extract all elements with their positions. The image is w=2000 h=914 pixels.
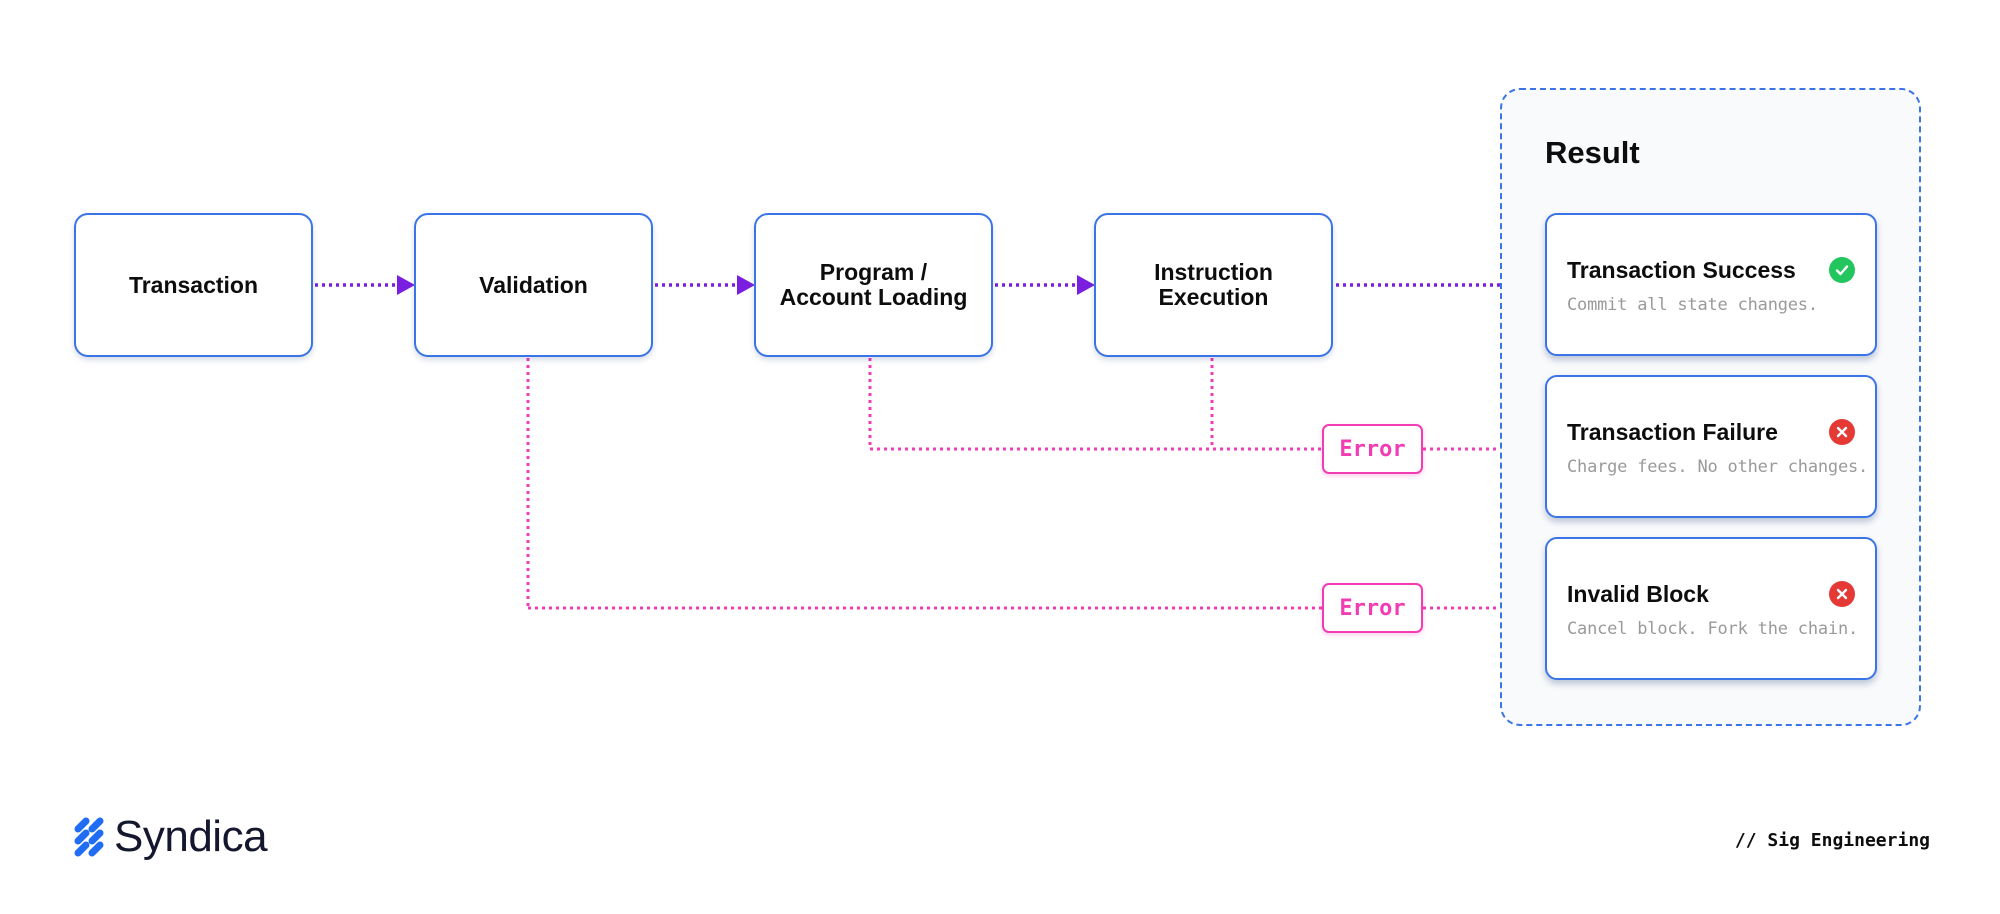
card-title: Transaction Success — [1567, 257, 1796, 283]
result-card-failure: Transaction Failure Charge fees. No othe… — [1545, 375, 1877, 518]
syndica-logo-icon — [74, 817, 104, 857]
node-transaction: Transaction — [74, 213, 313, 357]
footer-tag: // Sig Engineering — [1734, 830, 1930, 851]
brand-name: Syndica — [114, 812, 268, 861]
error-label-invalid-block: Error — [1322, 583, 1423, 633]
card-description: Commit all state changes. — [1567, 295, 1818, 315]
card-description: Charge fees. No other changes. — [1567, 457, 1869, 477]
result-title: Result — [1545, 135, 1640, 170]
node-program-account-loading: Program / Account Loading — [754, 213, 993, 357]
card-title: Transaction Failure — [1567, 419, 1778, 445]
x-circle-icon — [1829, 419, 1855, 445]
node-instruction-execution: Instruction Execution — [1094, 213, 1333, 357]
result-card-invalid-block: Invalid Block Cancel block. Fork the cha… — [1545, 537, 1877, 680]
syndica-logo: Syndica — [72, 812, 268, 862]
result-card-success: Transaction Success Commit all state cha… — [1545, 213, 1877, 356]
check-circle-icon — [1829, 257, 1855, 283]
card-description: Cancel block. Fork the chain. — [1567, 619, 1859, 639]
node-validation: Validation — [414, 213, 653, 357]
error-label-failure: Error — [1322, 424, 1423, 474]
x-circle-icon — [1829, 581, 1855, 607]
card-title: Invalid Block — [1567, 581, 1709, 607]
error-paths — [526, 358, 1530, 610]
